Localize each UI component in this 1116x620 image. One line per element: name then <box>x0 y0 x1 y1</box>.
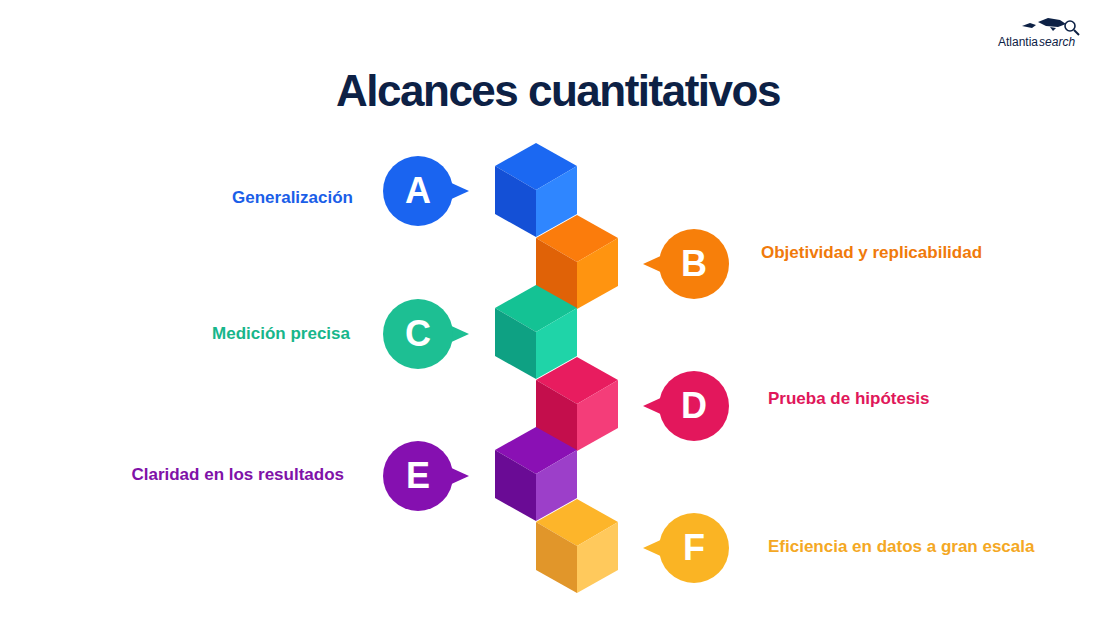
callout-letter: C <box>405 316 431 352</box>
cube-face <box>577 238 618 309</box>
cube-face <box>577 522 618 593</box>
cube-face <box>577 380 618 451</box>
callout-letter: E <box>406 458 430 494</box>
letter-circle: A <box>383 156 453 226</box>
cube-face <box>495 166 536 237</box>
letter-circle: F <box>659 513 729 583</box>
title: Alcances cuantitativos <box>0 66 1116 116</box>
letter-circle: E <box>383 441 453 511</box>
logo-text: search <box>1039 35 1075 49</box>
callout-pointers <box>447 181 665 558</box>
callout-letter: B <box>681 246 707 282</box>
item-label: Generalización <box>232 188 353 208</box>
item-label: Claridad en los resultados <box>131 465 344 485</box>
letter-circle: C <box>383 299 453 369</box>
cube-face <box>495 450 536 521</box>
letter-circle: B <box>659 229 729 299</box>
logo-mark <box>1022 18 1079 35</box>
item-label: Objetividad y replicabilidad <box>761 243 982 263</box>
letter-circle: D <box>659 371 729 441</box>
callout-letter: D <box>681 388 707 424</box>
cube-face <box>536 522 577 593</box>
callout-letter: F <box>683 530 705 566</box>
callout-letter: A <box>405 173 431 209</box>
item-label: Medición precisa <box>212 324 350 344</box>
cube-face <box>495 308 536 379</box>
cube-stack <box>495 143 618 593</box>
logo-text: Atlantia <box>998 35 1038 49</box>
item-label: Eficiencia en datos a gran escala <box>768 537 1034 557</box>
item-label: Prueba de hipótesis <box>768 389 930 409</box>
